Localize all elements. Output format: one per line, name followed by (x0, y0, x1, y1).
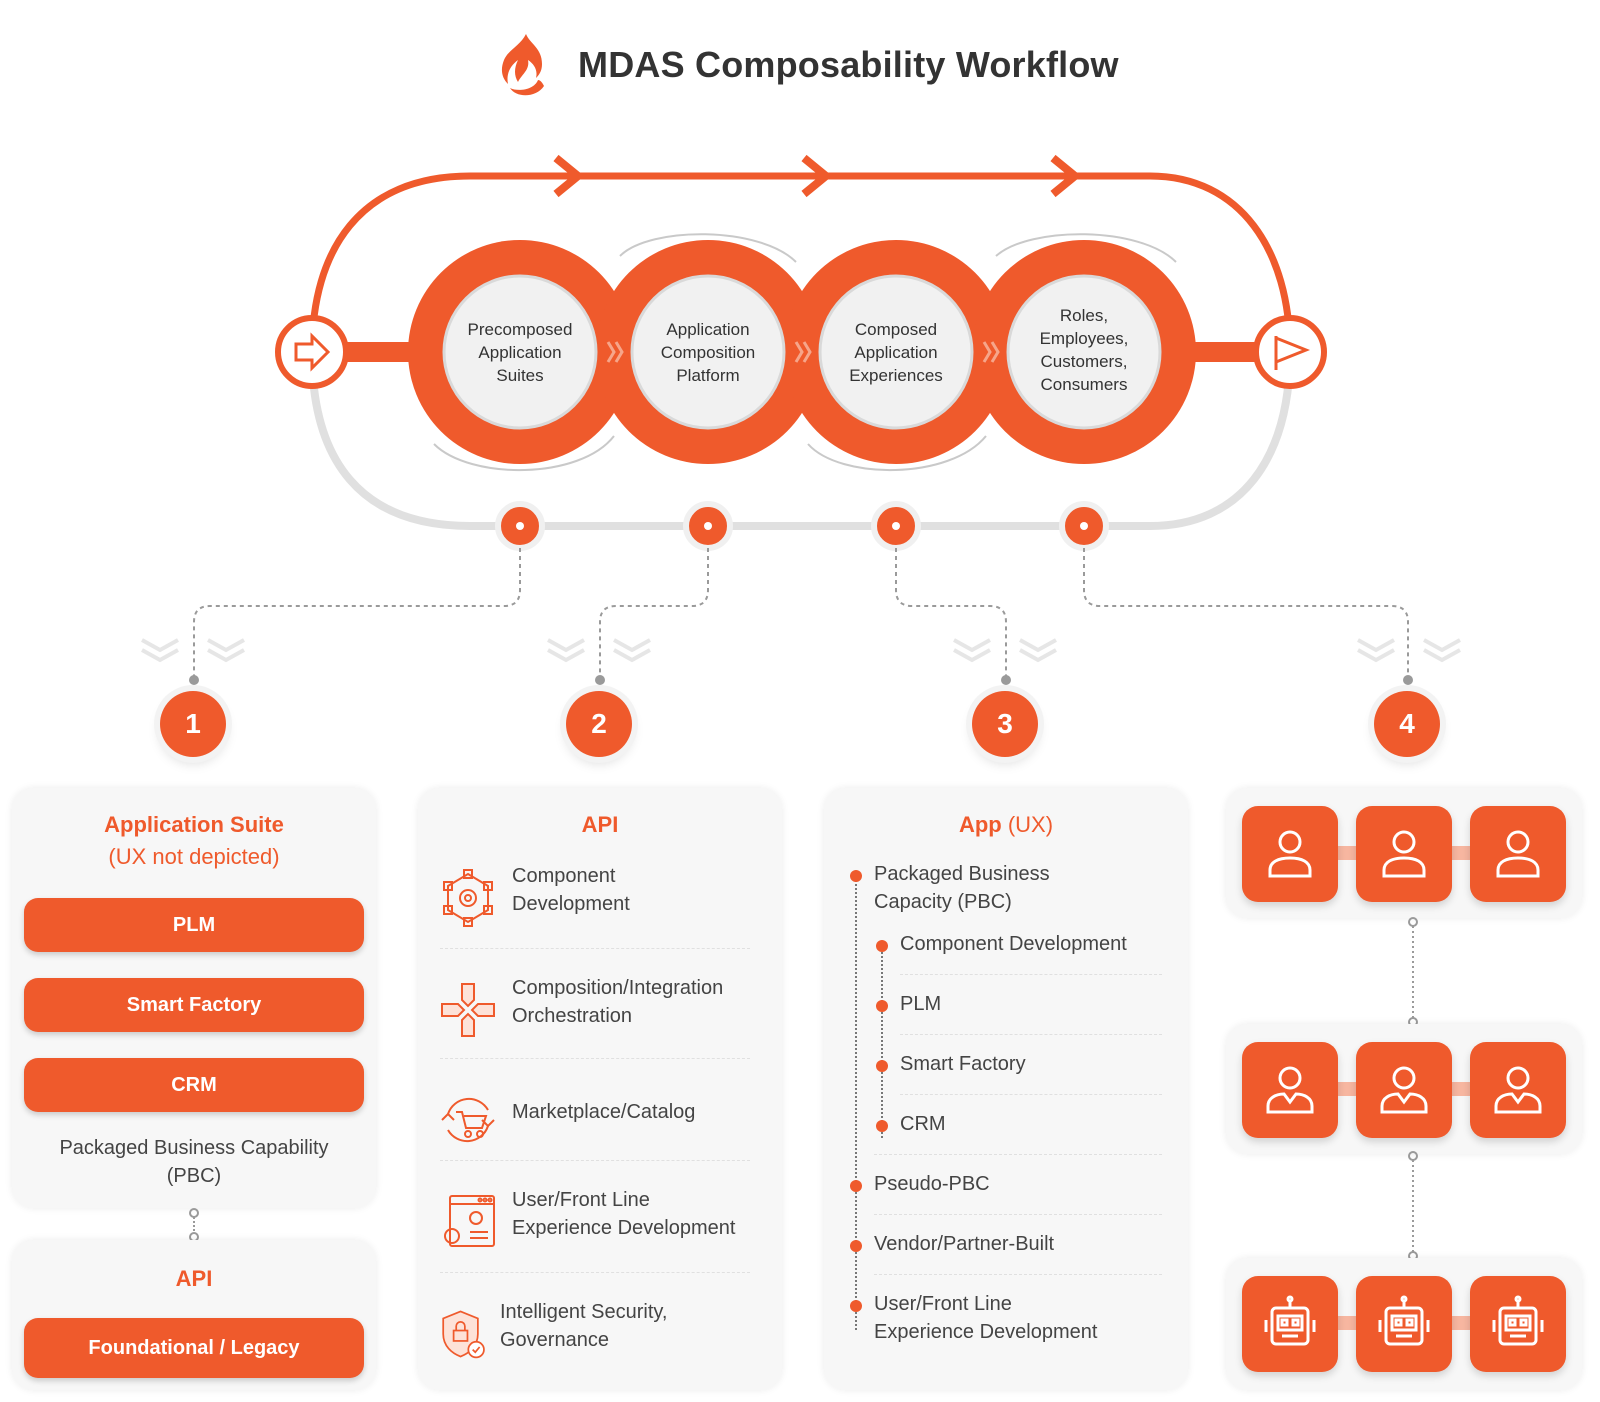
employee-tile (1242, 1042, 1338, 1138)
top-chevron-icon (553, 154, 1082, 198)
arrow-right-icon (294, 332, 331, 372)
cart-icon (441, 1097, 495, 1143)
step-number-3: 3 (972, 691, 1038, 757)
robot-tile (1242, 1276, 1338, 1372)
api-item-component: Component Development (438, 862, 758, 942)
pill-smart-factory: Smart Factory (24, 978, 364, 1032)
person-tile (1356, 806, 1452, 902)
flag-icon (1274, 336, 1311, 370)
top-flow-arc (308, 172, 1294, 353)
card-title: App (UX) (958, 812, 1054, 837)
card-title: Application Suite (104, 812, 284, 837)
card-title: API (175, 1266, 213, 1291)
connector-dots (1408, 917, 1418, 1027)
orchestration-icon (441, 983, 495, 1037)
card-title: API (581, 812, 619, 837)
workflow-diagram (141, 154, 1461, 685)
stage-label-roles: Roles, Employees, Customers, Consumers (1039, 306, 1129, 394)
page-title: MDAS Composability Workflow (578, 44, 1119, 85)
api-item-security: Intelligent Security, Governance (438, 1298, 758, 1378)
api-item-front-line: User/Front Line Experience Development (438, 1186, 758, 1266)
robot-tile (1356, 1276, 1452, 1372)
employee-icon (1494, 1066, 1542, 1114)
app-item-plm: PLM (900, 993, 942, 1015)
card-subtitle: (UX not depicted) (108, 844, 280, 869)
bottom-flow-arc (308, 351, 1294, 530)
connector-dots (1408, 1151, 1418, 1261)
robot-icon (1492, 1295, 1544, 1346)
robot-icon (1378, 1295, 1430, 1346)
employee-tile (1470, 1042, 1566, 1138)
app-item-pbc: Packaged Business Capacity (PBC) (874, 863, 1050, 913)
app-item-front-line: User/Front Line Experience Development (874, 1293, 1098, 1343)
app-ux-card: App (UX) Packaged Business Capacity (PBC… (824, 788, 1188, 1390)
employee-icon (1380, 1066, 1428, 1114)
person-icon (1268, 830, 1312, 878)
api-item-marketplace: Marketplace/Catalog (438, 1084, 758, 1164)
robots-group (1226, 1258, 1582, 1390)
person-icon (1496, 830, 1540, 878)
api-foundational-card: API Foundational / Legacy (12, 1240, 376, 1390)
employee-icon (1266, 1066, 1314, 1114)
connector-dots (189, 1208, 199, 1242)
persons-group (1226, 788, 1582, 918)
person-tile (1242, 806, 1338, 902)
pill-plm: PLM (24, 898, 364, 952)
app-item-component-development: Component Development (900, 933, 1127, 955)
pill-foundational-legacy: Foundational / Legacy (24, 1318, 364, 1378)
app-item-vendor-partner: Vendor/Partner-Built (874, 1233, 1055, 1255)
app-item-pseudo-pbc: Pseudo-PBC (874, 1173, 990, 1195)
robot-icon (1264, 1295, 1316, 1346)
app-item-smart-factory: Smart Factory (900, 1053, 1026, 1075)
flame-logo-icon (501, 34, 544, 96)
pbc-caption: Packaged Business Capability (PBC) (59, 1137, 329, 1187)
step-number-2: 2 (566, 691, 632, 757)
step-number-4: 4 (1374, 691, 1440, 757)
application-suite-card: Application Suite (UX not depicted) PLM … (12, 788, 376, 1208)
robot-tile (1470, 1276, 1566, 1372)
app-item-crm: CRM (900, 1113, 946, 1135)
stage-label-composed: Composed Application Experiences (849, 320, 943, 385)
api-card: API Component Development Composition/In… (418, 788, 782, 1390)
employee-tile (1356, 1042, 1452, 1138)
pill-crm: CRM (24, 1058, 364, 1112)
browser-gear-icon (444, 1195, 495, 1247)
api-item-orchestration: Composition/Integration Orchestration (438, 974, 758, 1054)
stage-rings (408, 240, 1196, 464)
shield-lock-icon (442, 1310, 485, 1359)
employees-group (1226, 1024, 1582, 1154)
stage-label-precomposed: Precomposed Application Suites (467, 320, 573, 385)
stage-label-platform: Application Composition Platform (660, 320, 756, 385)
stage-node-dots (495, 501, 1109, 551)
person-tile (1470, 806, 1566, 902)
person-icon (1382, 830, 1426, 878)
component-gear-icon (443, 869, 493, 927)
step-number-1: 1 (160, 691, 226, 757)
